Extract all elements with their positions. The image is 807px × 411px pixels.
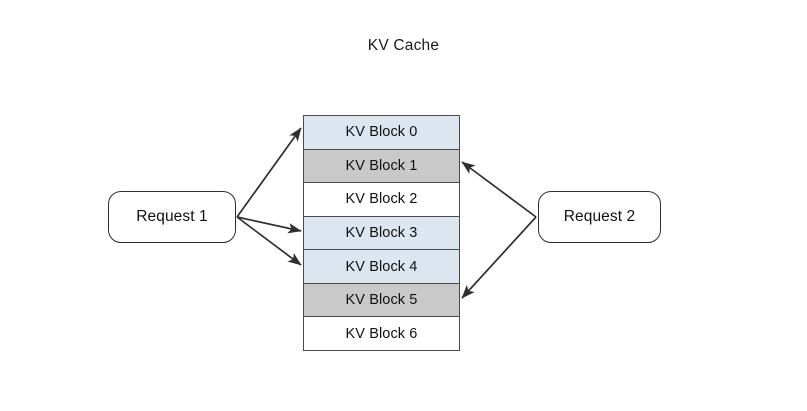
- kv-block-1: KV Block 1: [303, 148, 460, 184]
- kv-block-0: KV Block 0: [303, 115, 460, 150]
- kv-block-2: KV Block 2: [303, 182, 460, 217]
- kv-block-label: KV Block 1: [345, 157, 418, 174]
- kv-block-label: KV Block 0: [345, 124, 418, 141]
- kv-block-4: KV Block 4: [303, 249, 460, 284]
- arrow-request1-to-block3: [236, 216, 302, 234]
- kv-block-3: KV Block 3: [303, 215, 460, 251]
- arrow-request2-to-block5: [461, 216, 537, 299]
- kv-block-label: KV Block 6: [345, 325, 418, 342]
- page-title: KV Cache: [367, 37, 440, 54]
- request-1-node: Request 1: [108, 191, 236, 243]
- arrow-request2-to-block1: [461, 161, 537, 218]
- request-1-label: Request 1: [136, 208, 208, 225]
- kv-block-label: KV Block 2: [345, 191, 418, 208]
- arrow-request1-to-block4: [236, 216, 302, 266]
- kv-block-5: KV Block 5: [303, 282, 460, 318]
- kv-cache-block-stack: KV Block 0 KV Block 1 KV Block 2 KV Bloc…: [303, 115, 460, 351]
- kv-block-label: KV Block 4: [345, 258, 418, 275]
- arrow-request1-to-block0: [236, 127, 302, 218]
- request-2-label: Request 2: [563, 208, 636, 225]
- kv-block-6: KV Block 6: [303, 316, 460, 351]
- kv-block-label: KV Block 3: [345, 225, 418, 241]
- request-2-node: Request 2: [538, 191, 661, 243]
- kv-block-label: KV Block 5: [345, 292, 418, 309]
